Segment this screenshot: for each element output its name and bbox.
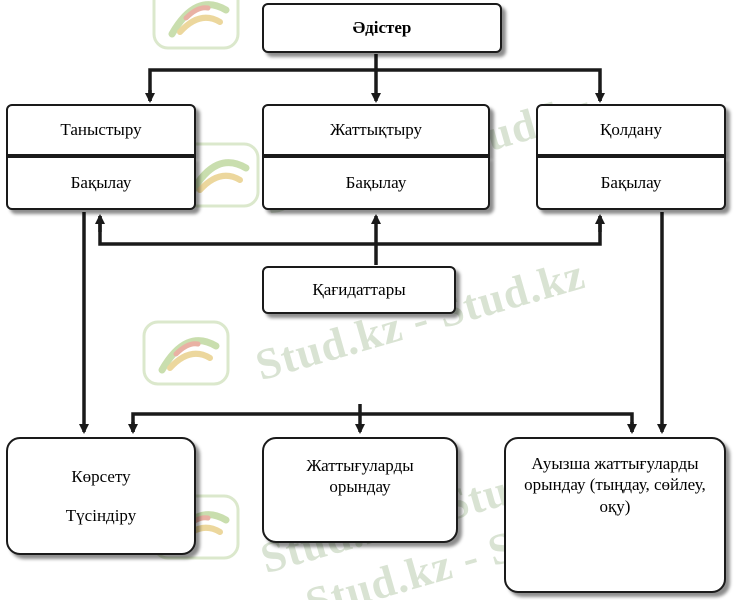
control-application-box: Бақылау (536, 156, 726, 210)
method-introduction-box: Таныстыру (6, 104, 196, 156)
method-training-label: Жаттықтыру (329, 120, 423, 140)
principles-label: Қағидаттары (312, 280, 406, 300)
control-training-box: Бақылау (262, 156, 490, 210)
outcome-explain-label: Түсіндіру (65, 505, 137, 525)
method-introduction-label: Таныстыру (60, 120, 142, 140)
method-application-box: Қолдану (536, 104, 726, 156)
principles-box: Қағидаттары (262, 266, 456, 314)
outcome-exercises-box: Жаттығуларды орындау (262, 437, 458, 543)
method-training-box: Жаттықтыру (262, 104, 490, 156)
outcome-oral-box: Ауызша жаттығуларды орындау (тыңдау, сөй… (504, 437, 726, 593)
control-introduction-box: Бақылау (6, 156, 196, 210)
branch-principles (98, 216, 602, 246)
outcome-exercises-label: Жаттығуларды орындау (306, 456, 414, 497)
method-application-label: Қолдану (600, 120, 662, 140)
branch-title-to-methods (148, 68, 602, 101)
control-application-label: Бақылау (600, 173, 662, 193)
branch-outcomes (131, 412, 634, 432)
outcome-show-explain-box: Көрсету Түсіндіру (6, 437, 196, 555)
control-introduction-label: Бақылау (70, 173, 132, 193)
methods-title-box: Әдістер (262, 3, 502, 53)
control-training-label: Бақылау (345, 173, 407, 193)
outcome-oral-label: Ауызша жаттығуларды орындау (тыңдау, сөй… (524, 454, 706, 516)
methods-title: Әдістер (352, 18, 412, 38)
outcome-show-label: Көрсету (71, 467, 131, 487)
